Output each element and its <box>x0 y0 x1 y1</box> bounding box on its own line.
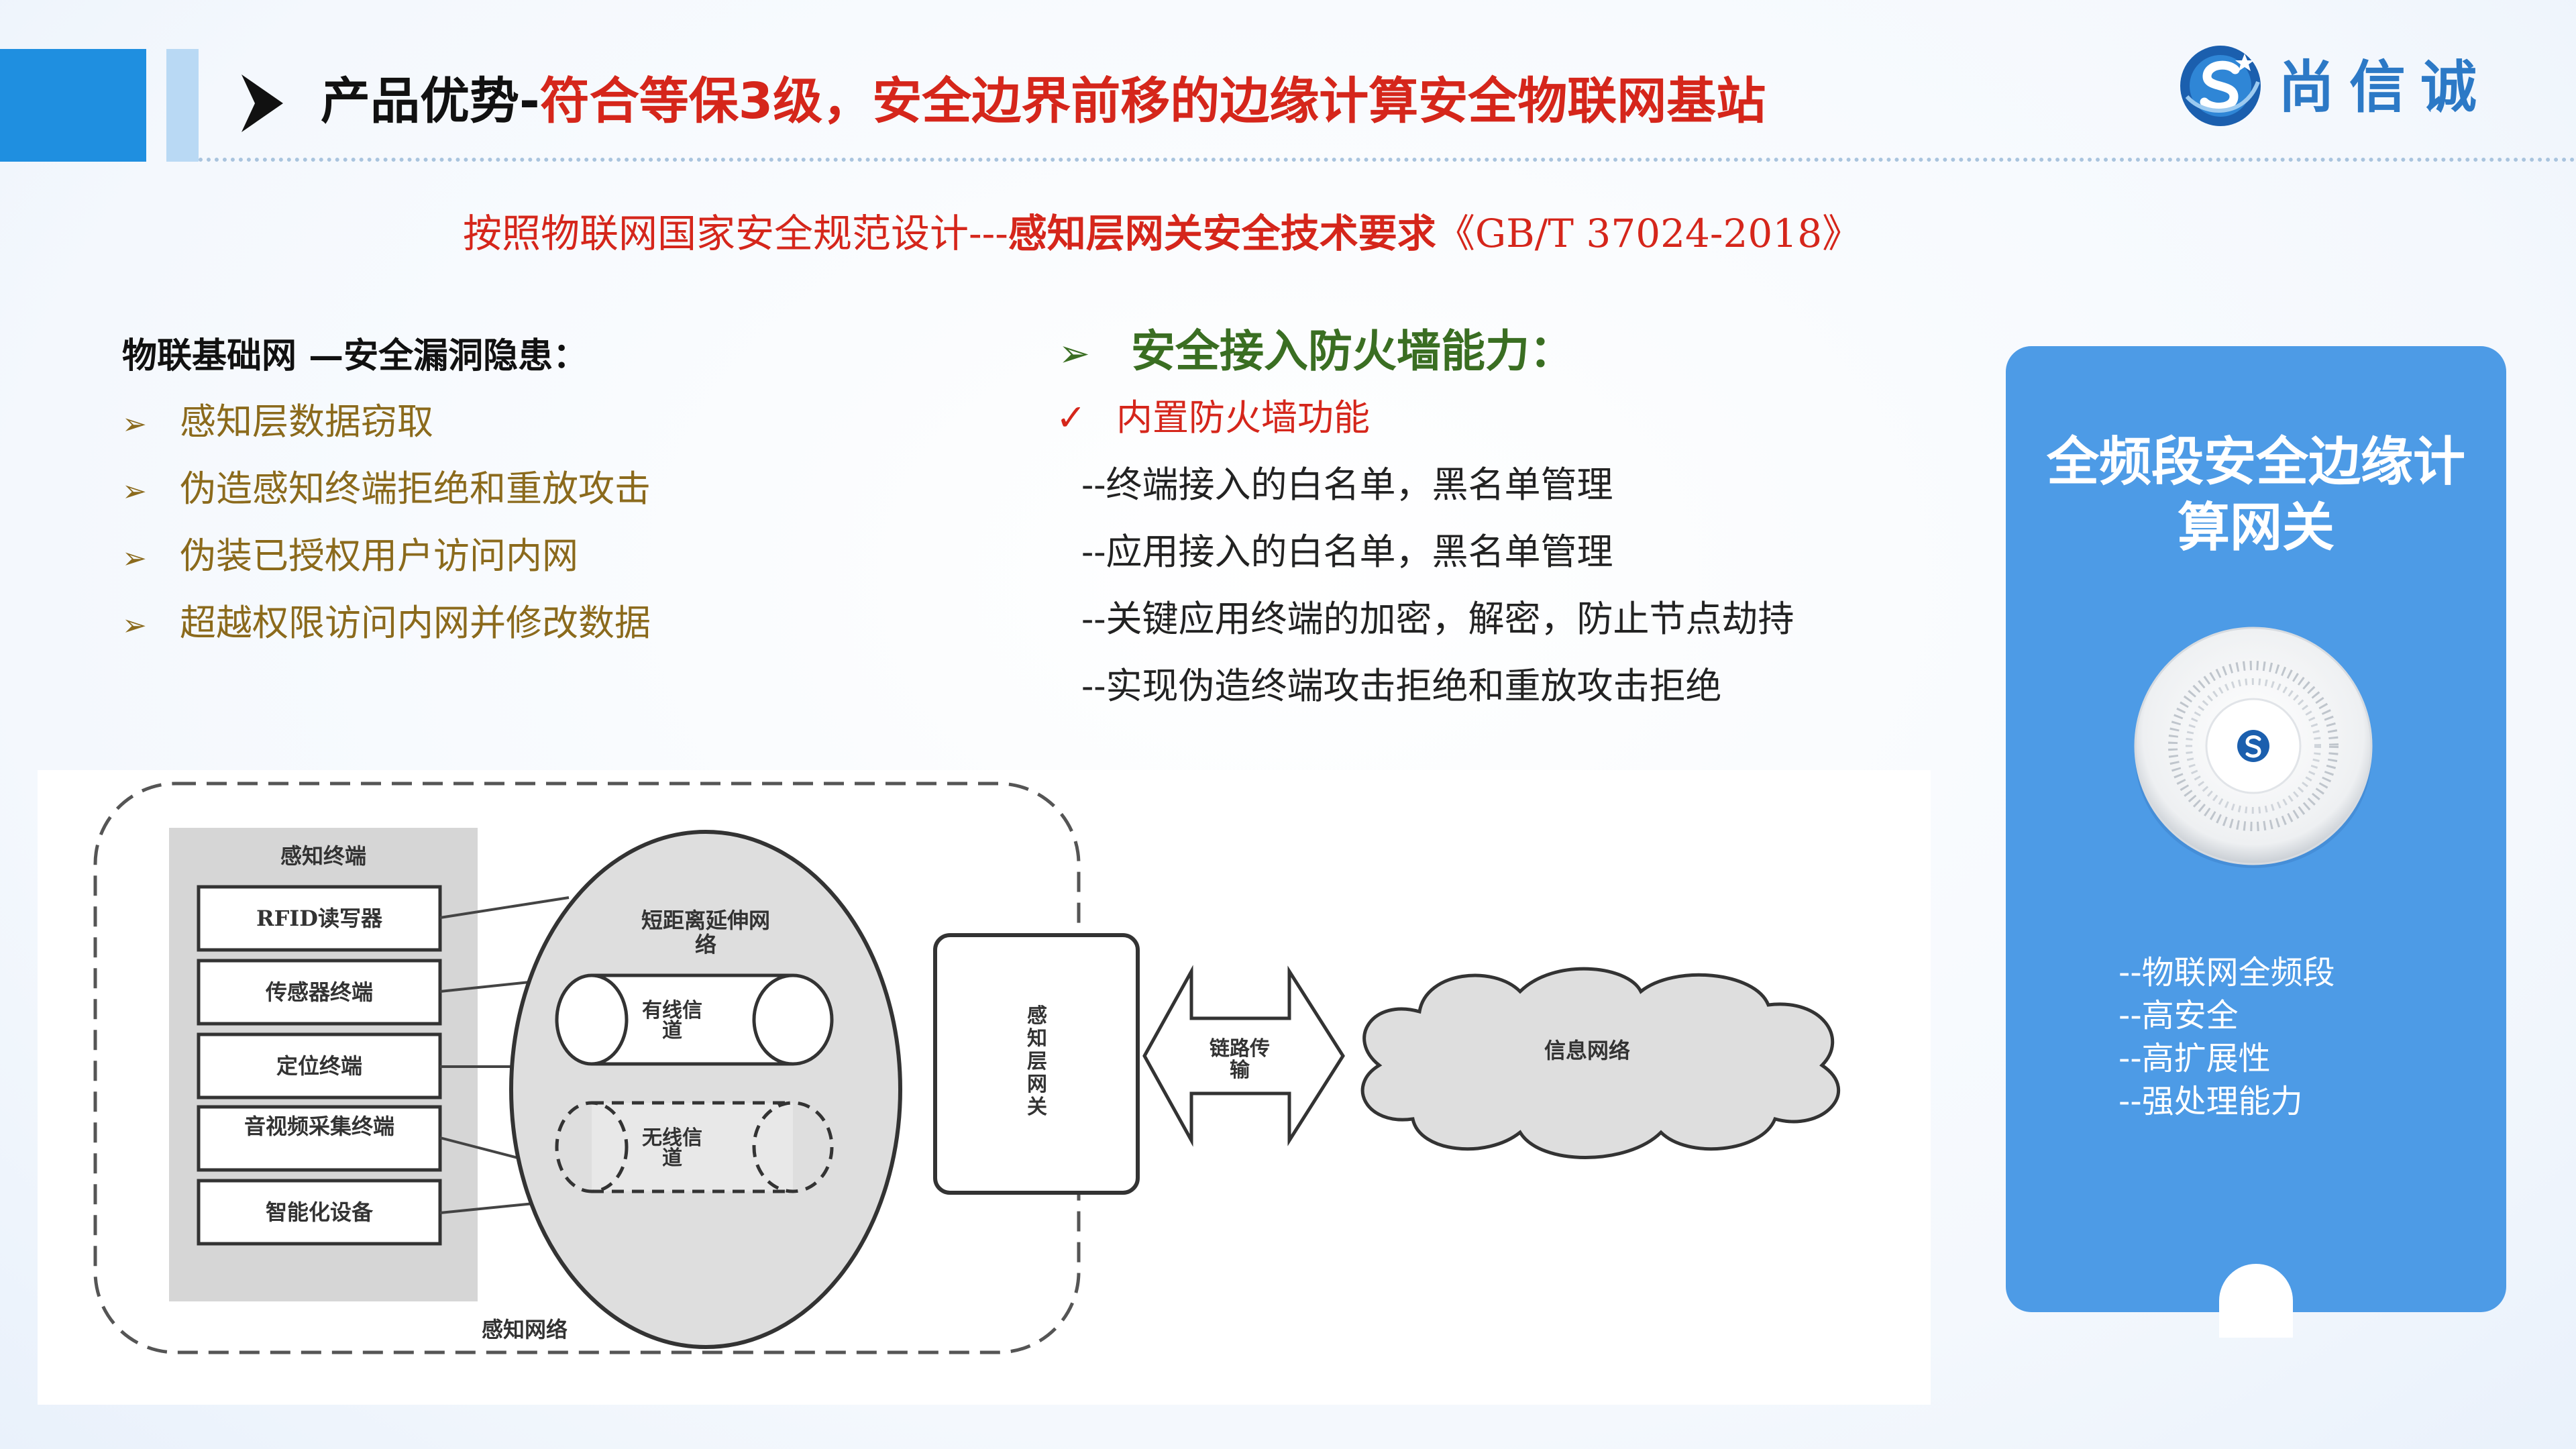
gateway-box <box>933 933 1140 1195</box>
card-feature: --强处理能力 <box>2118 1083 2303 1120</box>
header-accent-block <box>0 49 146 162</box>
wireless-channel-label: 无线信道 <box>642 1126 702 1170</box>
terminal-label: RFID读写器 <box>256 906 383 931</box>
vulnerability-item: ➢ 感知层数据窃取 <box>122 398 433 448</box>
vulnerability-item: ➢ 超越权限访问内网并修改数据 <box>122 600 651 649</box>
vulnerability-text: 超越权限访问内网并修改数据 <box>180 602 651 644</box>
terminal-box <box>197 1032 442 1099</box>
terminal-label: 传感器终端 <box>265 979 373 1005</box>
standard-subtitle: 按照物联网国家安全规范设计---感知层网关安全技术要求《GB/T 37024-2… <box>463 207 1861 260</box>
arrow-right-icon: ➢ <box>122 407 147 441</box>
short-range-network-ellipse <box>509 830 902 1349</box>
subtitle-part1: 按照物联网国家安全规范设计--- <box>463 211 1008 256</box>
arrow-right-icon: ➢ <box>122 474 147 508</box>
gateway-label: 感知层网关 <box>1027 1004 1047 1119</box>
title-prefix: 产品优势- <box>321 72 540 130</box>
architecture-diagram: 感知终端 RFID读写器 传感器终端 定位终端 音视频采集终端 智能化设备 短距… <box>38 770 1931 1405</box>
card-feature: --高扩展性 <box>2118 1040 2271 1077</box>
arrow-right-icon: ➢ <box>122 541 147 576</box>
vulnerability-text: 感知层数据窃取 <box>180 400 433 443</box>
page-title: 产品优势-符合等保3级，安全边界前移的边缘计算安全物联网基站 <box>321 64 1766 138</box>
link-double-arrow <box>1142 965 1345 1147</box>
arrow-right-icon: ➢ <box>122 608 147 643</box>
short-range-network-label: 短距离延伸网络 <box>641 908 770 957</box>
vulnerability-text: 伪造感知终端拒绝和重放攻击 <box>180 468 651 510</box>
checkmark-icon: ✓ <box>1056 396 1087 439</box>
firewall-feature: --关键应用终端的加密，解密，防止节点劫持 <box>1081 598 1794 640</box>
vulnerability-text: 伪装已授权用户访问内网 <box>180 535 578 577</box>
wired-channel-label: 有线信道 <box>642 999 702 1042</box>
arrow-right-icon <box>241 74 283 132</box>
terminal-label: 音视频采集终端 <box>244 1114 394 1139</box>
card-feature: --物联网全频段 <box>2118 954 2335 991</box>
firewall-heading-text: 安全接入防火墙能力： <box>1131 325 1574 377</box>
header-divider <box>199 158 2576 162</box>
firewall-check-item: ✓ 内置防火墙功能 <box>1056 393 1370 443</box>
sensing-network-label: 感知网络 <box>481 1317 568 1342</box>
information-network-cloud <box>1360 967 1840 1159</box>
vulnerability-heading: 物联基础网 —安全漏洞隐患： <box>122 335 588 376</box>
company-logo-icon <box>2180 46 2261 126</box>
product-card-title: 全频段安全边缘计算网关 <box>2046 432 2465 558</box>
terminal-box <box>197 1105 442 1172</box>
cloud-label: 信息网络 <box>1544 1038 1630 1063</box>
firewall-feature: --应用接入的白名单，黑名单管理 <box>1081 531 1613 573</box>
vulnerability-item: ➢ 伪装已授权用户访问内网 <box>122 533 578 582</box>
title-highlight: 符合等保3级，安全边界前移的边缘计算安全物联网基站 <box>539 72 1766 130</box>
subtitle-part3: 《GB/T 37024-2018》 <box>1436 211 1862 256</box>
firewall-feature: --终端接入的白名单，黑名单管理 <box>1081 464 1613 506</box>
company-logo-text: 尚信诚 <box>2278 54 2492 120</box>
terminal-box <box>197 885 442 952</box>
firewall-feature: --实现伪造终端攻击拒绝和重放攻击拒绝 <box>1081 665 1722 707</box>
card-feature: --高安全 <box>2118 997 2239 1034</box>
subtitle-part2: 感知层网关安全技术要求 <box>1008 211 1436 256</box>
terminal-box <box>197 959 442 1026</box>
gateway-device-icon <box>2134 627 2373 868</box>
arrow-right-icon: ➢ <box>1059 332 1090 376</box>
firewall-heading: ➢ 安全接入防火墙能力： <box>1059 321 1574 384</box>
terminal-group-label: 感知终端 <box>280 843 366 869</box>
terminal-box <box>197 1179 442 1246</box>
vulnerability-item: ➢ 伪造感知终端拒绝和重放攻击 <box>122 466 651 515</box>
firewall-check-text: 内置防火墙功能 <box>1116 396 1370 439</box>
link-label: 链路传输 <box>1210 1037 1270 1082</box>
terminal-label: 定位终端 <box>276 1053 362 1079</box>
terminal-label: 智能化设备 <box>265 1199 373 1225</box>
header-accent-bar <box>166 49 199 162</box>
card-notch <box>2219 1264 2293 1338</box>
